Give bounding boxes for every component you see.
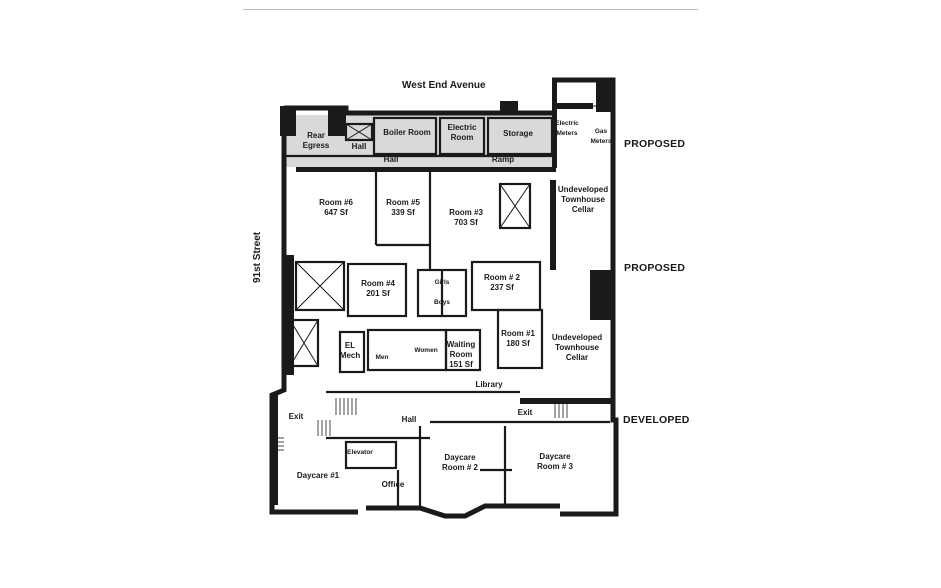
room-label: Storage (503, 129, 533, 138)
room-label: Electric Meters (555, 120, 579, 137)
interior-walls (286, 105, 613, 506)
room-label: Exit (288, 412, 304, 421)
street-label-west: 91st Street (252, 231, 263, 283)
wall-blocks (270, 78, 614, 505)
stairs (274, 398, 568, 451)
room-label: Daycare Room # 3 (536, 452, 574, 471)
room-label: Room #5 339 Sf (386, 198, 420, 217)
page-top-rule (243, 9, 698, 10)
room-label: Daycare Room # 2 (441, 453, 479, 472)
room-label: Room #3 703 Sf (449, 208, 483, 227)
room-label: Hall (351, 142, 367, 151)
room-label: Hall (401, 415, 417, 424)
room-label: Room #1 180 Sf (501, 329, 535, 348)
room-label: Rear Egress (302, 131, 330, 150)
room-label: Ramp (491, 155, 515, 164)
room-label: Daycare #1 (296, 471, 340, 480)
room-label: Hall (383, 155, 399, 164)
room-label: Men (375, 354, 389, 361)
status-label-bottom: DEVELOPED (623, 414, 690, 426)
room-label: EL Mech (339, 341, 361, 360)
room-label: Electric Room (447, 123, 477, 142)
status-label-top: PROPOSED (624, 138, 686, 150)
room-label: Waiting Room 151 Sf (446, 340, 476, 369)
room-label: Library (475, 380, 503, 389)
room-label: Undeveloped Townhouse Cellar (551, 333, 603, 362)
status-label-middle: PROPOSED (624, 262, 686, 274)
room-label: Boys (434, 299, 450, 306)
room-label: Room #4 201 Sf (361, 279, 395, 298)
room-label: Girls (434, 279, 450, 286)
room-label: Elevator (347, 449, 373, 456)
room-label: Exit (517, 408, 533, 417)
room-label: Office (381, 480, 405, 489)
room-label: Boiler Room (383, 128, 431, 137)
street-label-north: West End Avenue (402, 80, 486, 91)
room-label: Room #6 647 Sf (319, 198, 353, 217)
room-label: Women (414, 347, 438, 354)
room-label: Gas Meters (590, 128, 612, 145)
room-label: Undeveloped Townhouse Cellar (557, 185, 609, 214)
room-label: Room # 2 237 Sf (483, 273, 521, 292)
